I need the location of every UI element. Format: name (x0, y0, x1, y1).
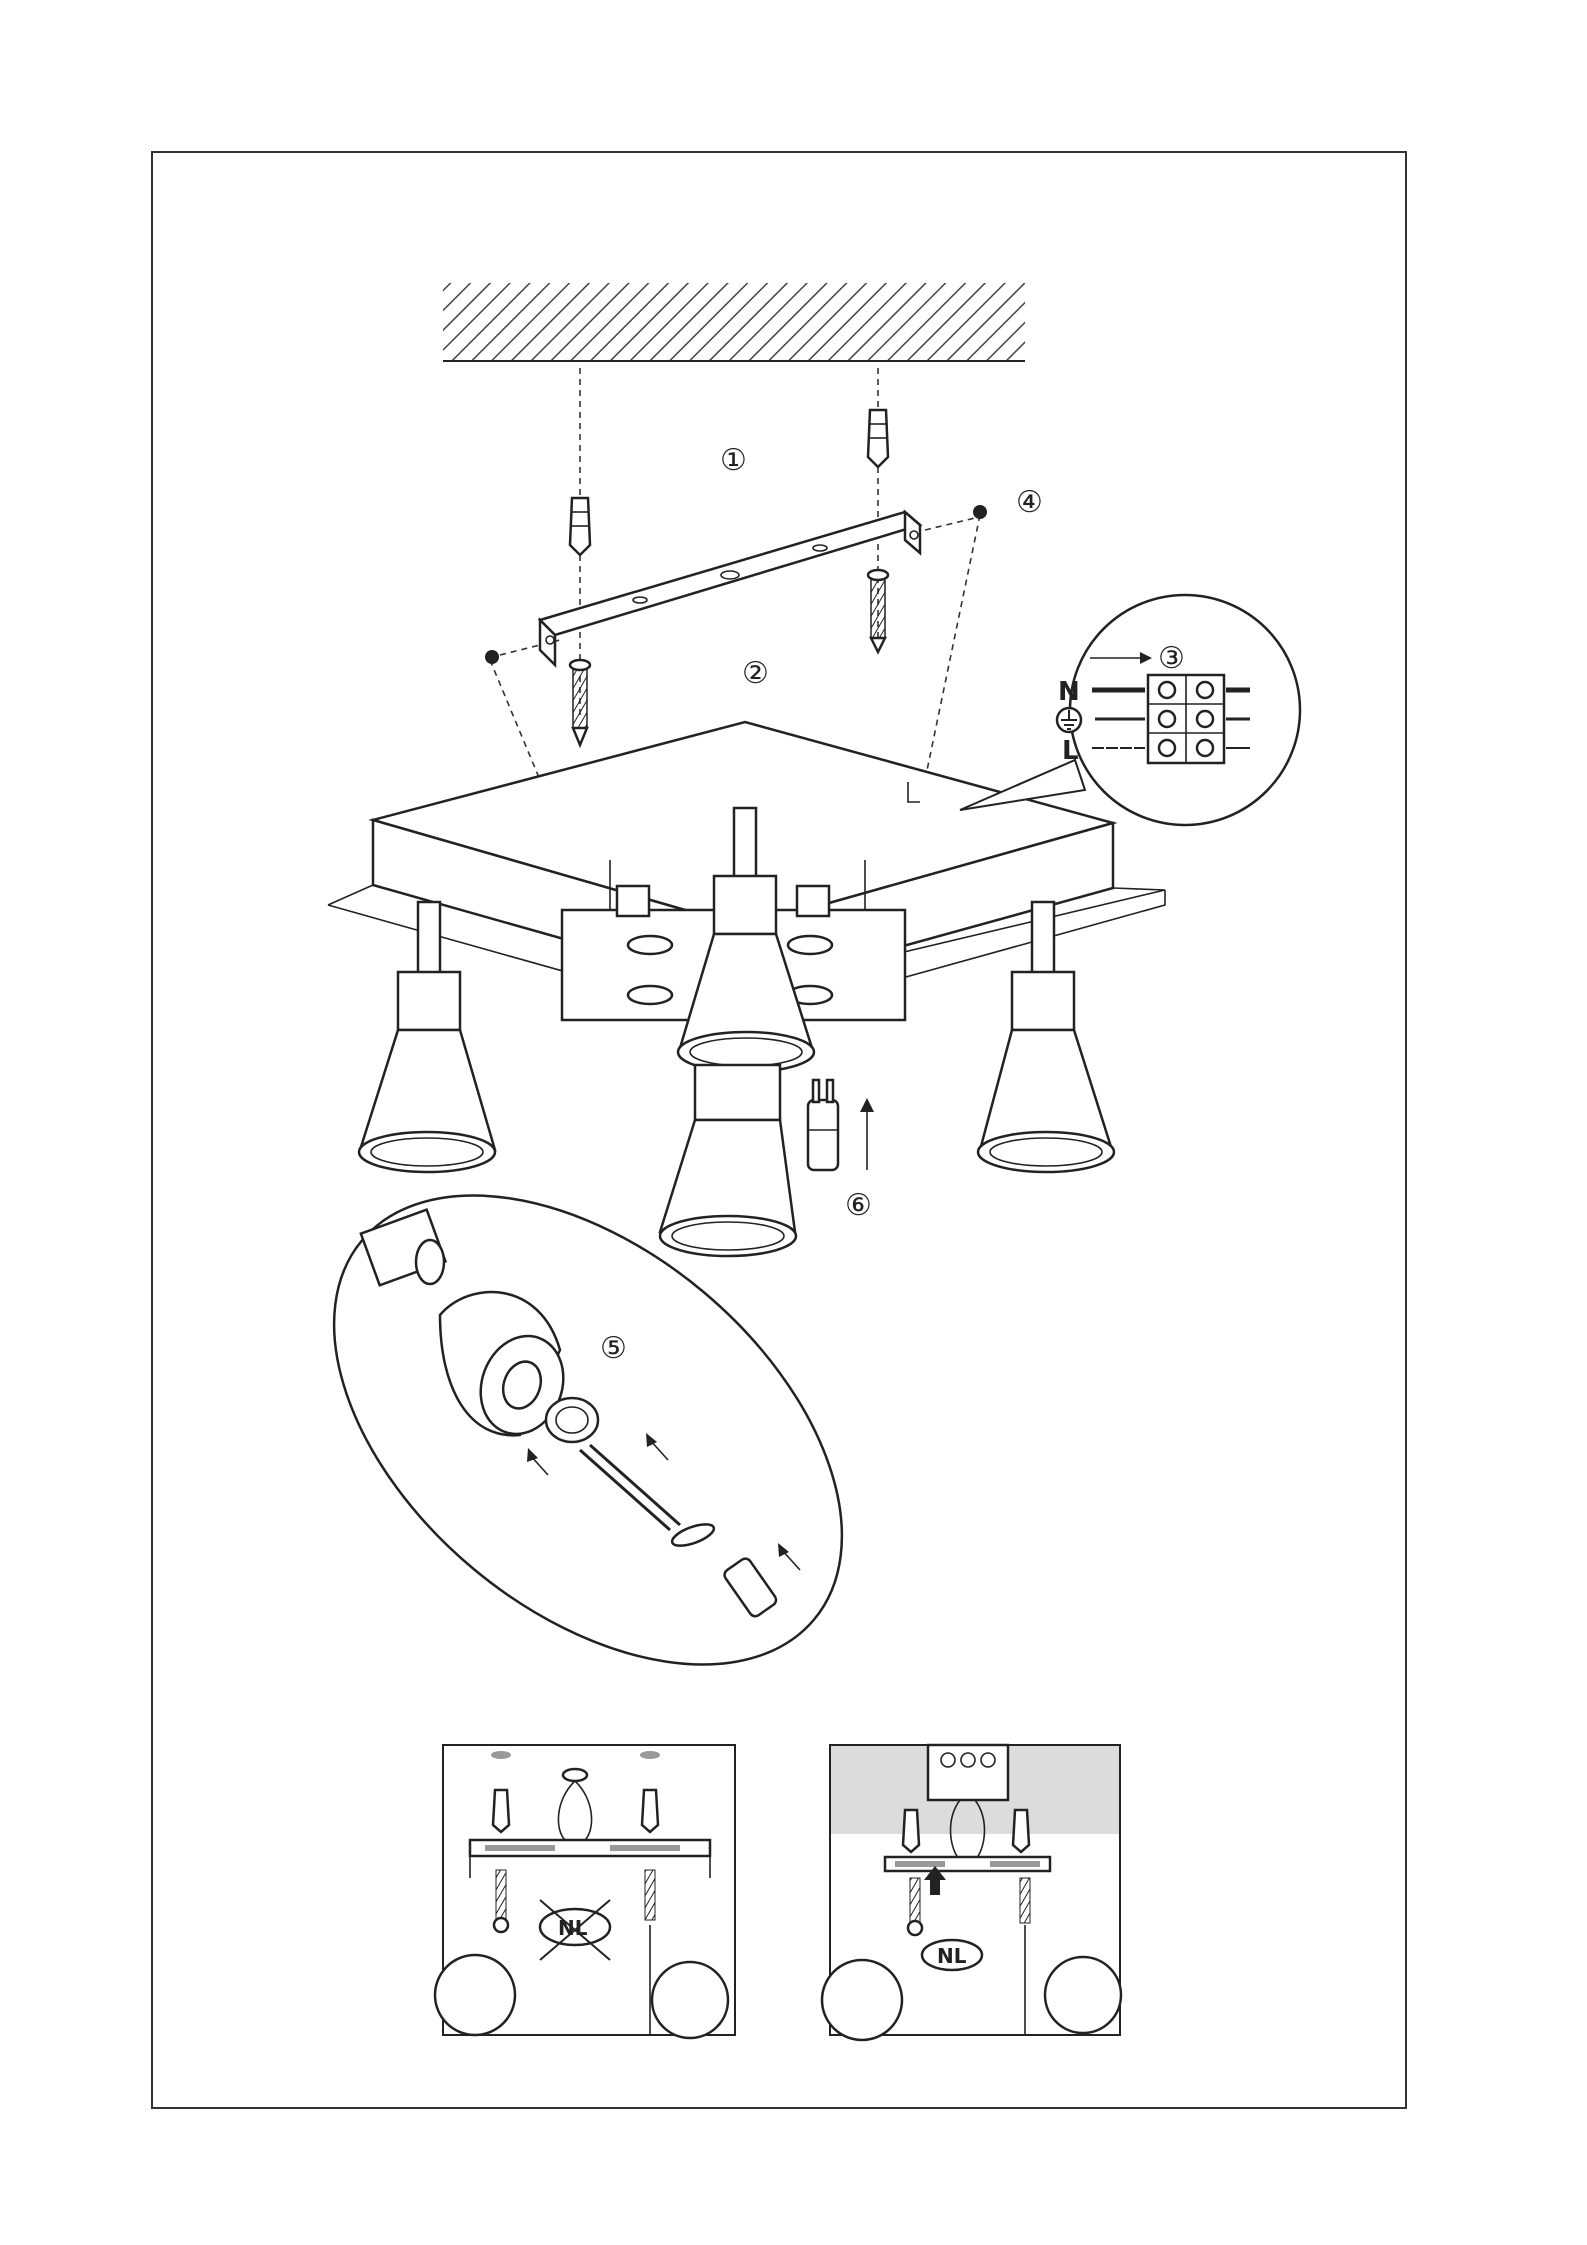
wiring-detail (960, 595, 1300, 825)
wall-plug-right (868, 410, 888, 467)
inset-right-badge: NL (937, 1944, 967, 1968)
step-6-label: ⑥ (845, 1188, 872, 1223)
screw-right (868, 570, 888, 652)
inset-left: NL (435, 1745, 735, 2038)
ceiling (443, 283, 1025, 361)
wall-plug-left (570, 498, 590, 555)
wire-label-live: L (1062, 736, 1079, 766)
step-5-label: ⑤ (600, 1331, 627, 1366)
terminal-block (1148, 675, 1224, 763)
step-3-label: ③ (1158, 641, 1185, 676)
g9-bulb (808, 1080, 874, 1170)
step-4-label: ④ (1016, 485, 1043, 520)
spotlight-left (359, 902, 495, 1172)
spotlight-center-rear (660, 1065, 796, 1256)
inset-right: NL (822, 1745, 1121, 2040)
lamp-exploded-view (246, 1102, 929, 1757)
small-screw-left (485, 650, 499, 664)
step-1-label: ① (720, 443, 747, 478)
screw-left (570, 660, 590, 745)
mounting-bracket (540, 512, 920, 665)
spotlight-right (978, 902, 1114, 1172)
small-screw-right (973, 505, 987, 519)
step-2-label: ② (742, 656, 769, 691)
wire-label-neutral: N (1058, 677, 1080, 707)
earth-ground-icon (1057, 708, 1081, 732)
retaining-ring (546, 1398, 598, 1442)
